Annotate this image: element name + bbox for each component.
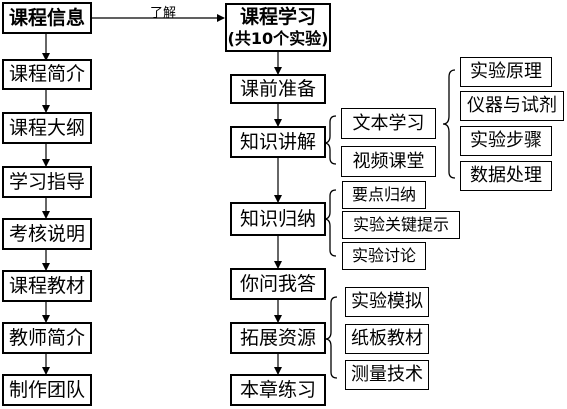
principle-box[interactable]: 实验原理 <box>460 57 552 87</box>
pre-class-prep-box[interactable]: 课前准备 <box>230 74 326 104</box>
chapter-exercise-box[interactable]: 本章练习 <box>230 374 326 406</box>
course-textbook-box[interactable]: 课程教材 <box>2 270 92 302</box>
instruments-box[interactable]: 仪器与试剂 <box>460 91 564 121</box>
discussion-box[interactable]: 实验讨论 <box>342 242 426 270</box>
cardboard-material-box[interactable]: 纸板教材 <box>345 324 429 354</box>
procedure-box[interactable]: 实验步骤 <box>460 126 552 156</box>
simulation-box[interactable]: 实验模拟 <box>345 287 429 317</box>
text-study-box[interactable]: 文本学习 <box>341 108 436 139</box>
key-points-box[interactable]: 要点归纳 <box>342 181 426 209</box>
course-study-box[interactable]: 课程学习 (共10个实验) <box>225 3 331 52</box>
key-tips-box[interactable]: 实验关键提示 <box>342 211 460 239</box>
qa-box[interactable]: 你问我答 <box>230 268 326 300</box>
course-syllabus-box[interactable]: 课程大纲 <box>2 112 92 144</box>
link-label: 了解 <box>150 6 177 21</box>
measurement-box[interactable]: 测量技术 <box>345 360 429 390</box>
course-study-subtitle: (共10个实验) <box>227 29 329 49</box>
production-team-box[interactable]: 制作团队 <box>2 374 92 406</box>
extended-resources-box[interactable]: 拓展资源 <box>230 322 326 354</box>
course-info-box[interactable]: 课程信息 <box>2 2 92 34</box>
knowledge-summary-box[interactable]: 知识归纳 <box>230 202 326 236</box>
course-intro-box[interactable]: 课程简介 <box>2 59 92 90</box>
course-study-title: 课程学习 <box>239 6 316 29</box>
study-guide-box[interactable]: 学习指导 <box>2 166 92 198</box>
data-processing-box[interactable]: 数据处理 <box>460 161 552 191</box>
knowledge-lecture-box[interactable]: 知识讲解 <box>230 126 326 158</box>
assessment-box[interactable]: 考核说明 <box>2 218 92 250</box>
video-class-box[interactable]: 视频课堂 <box>341 146 436 177</box>
teacher-intro-box[interactable]: 教师简介 <box>2 322 92 354</box>
